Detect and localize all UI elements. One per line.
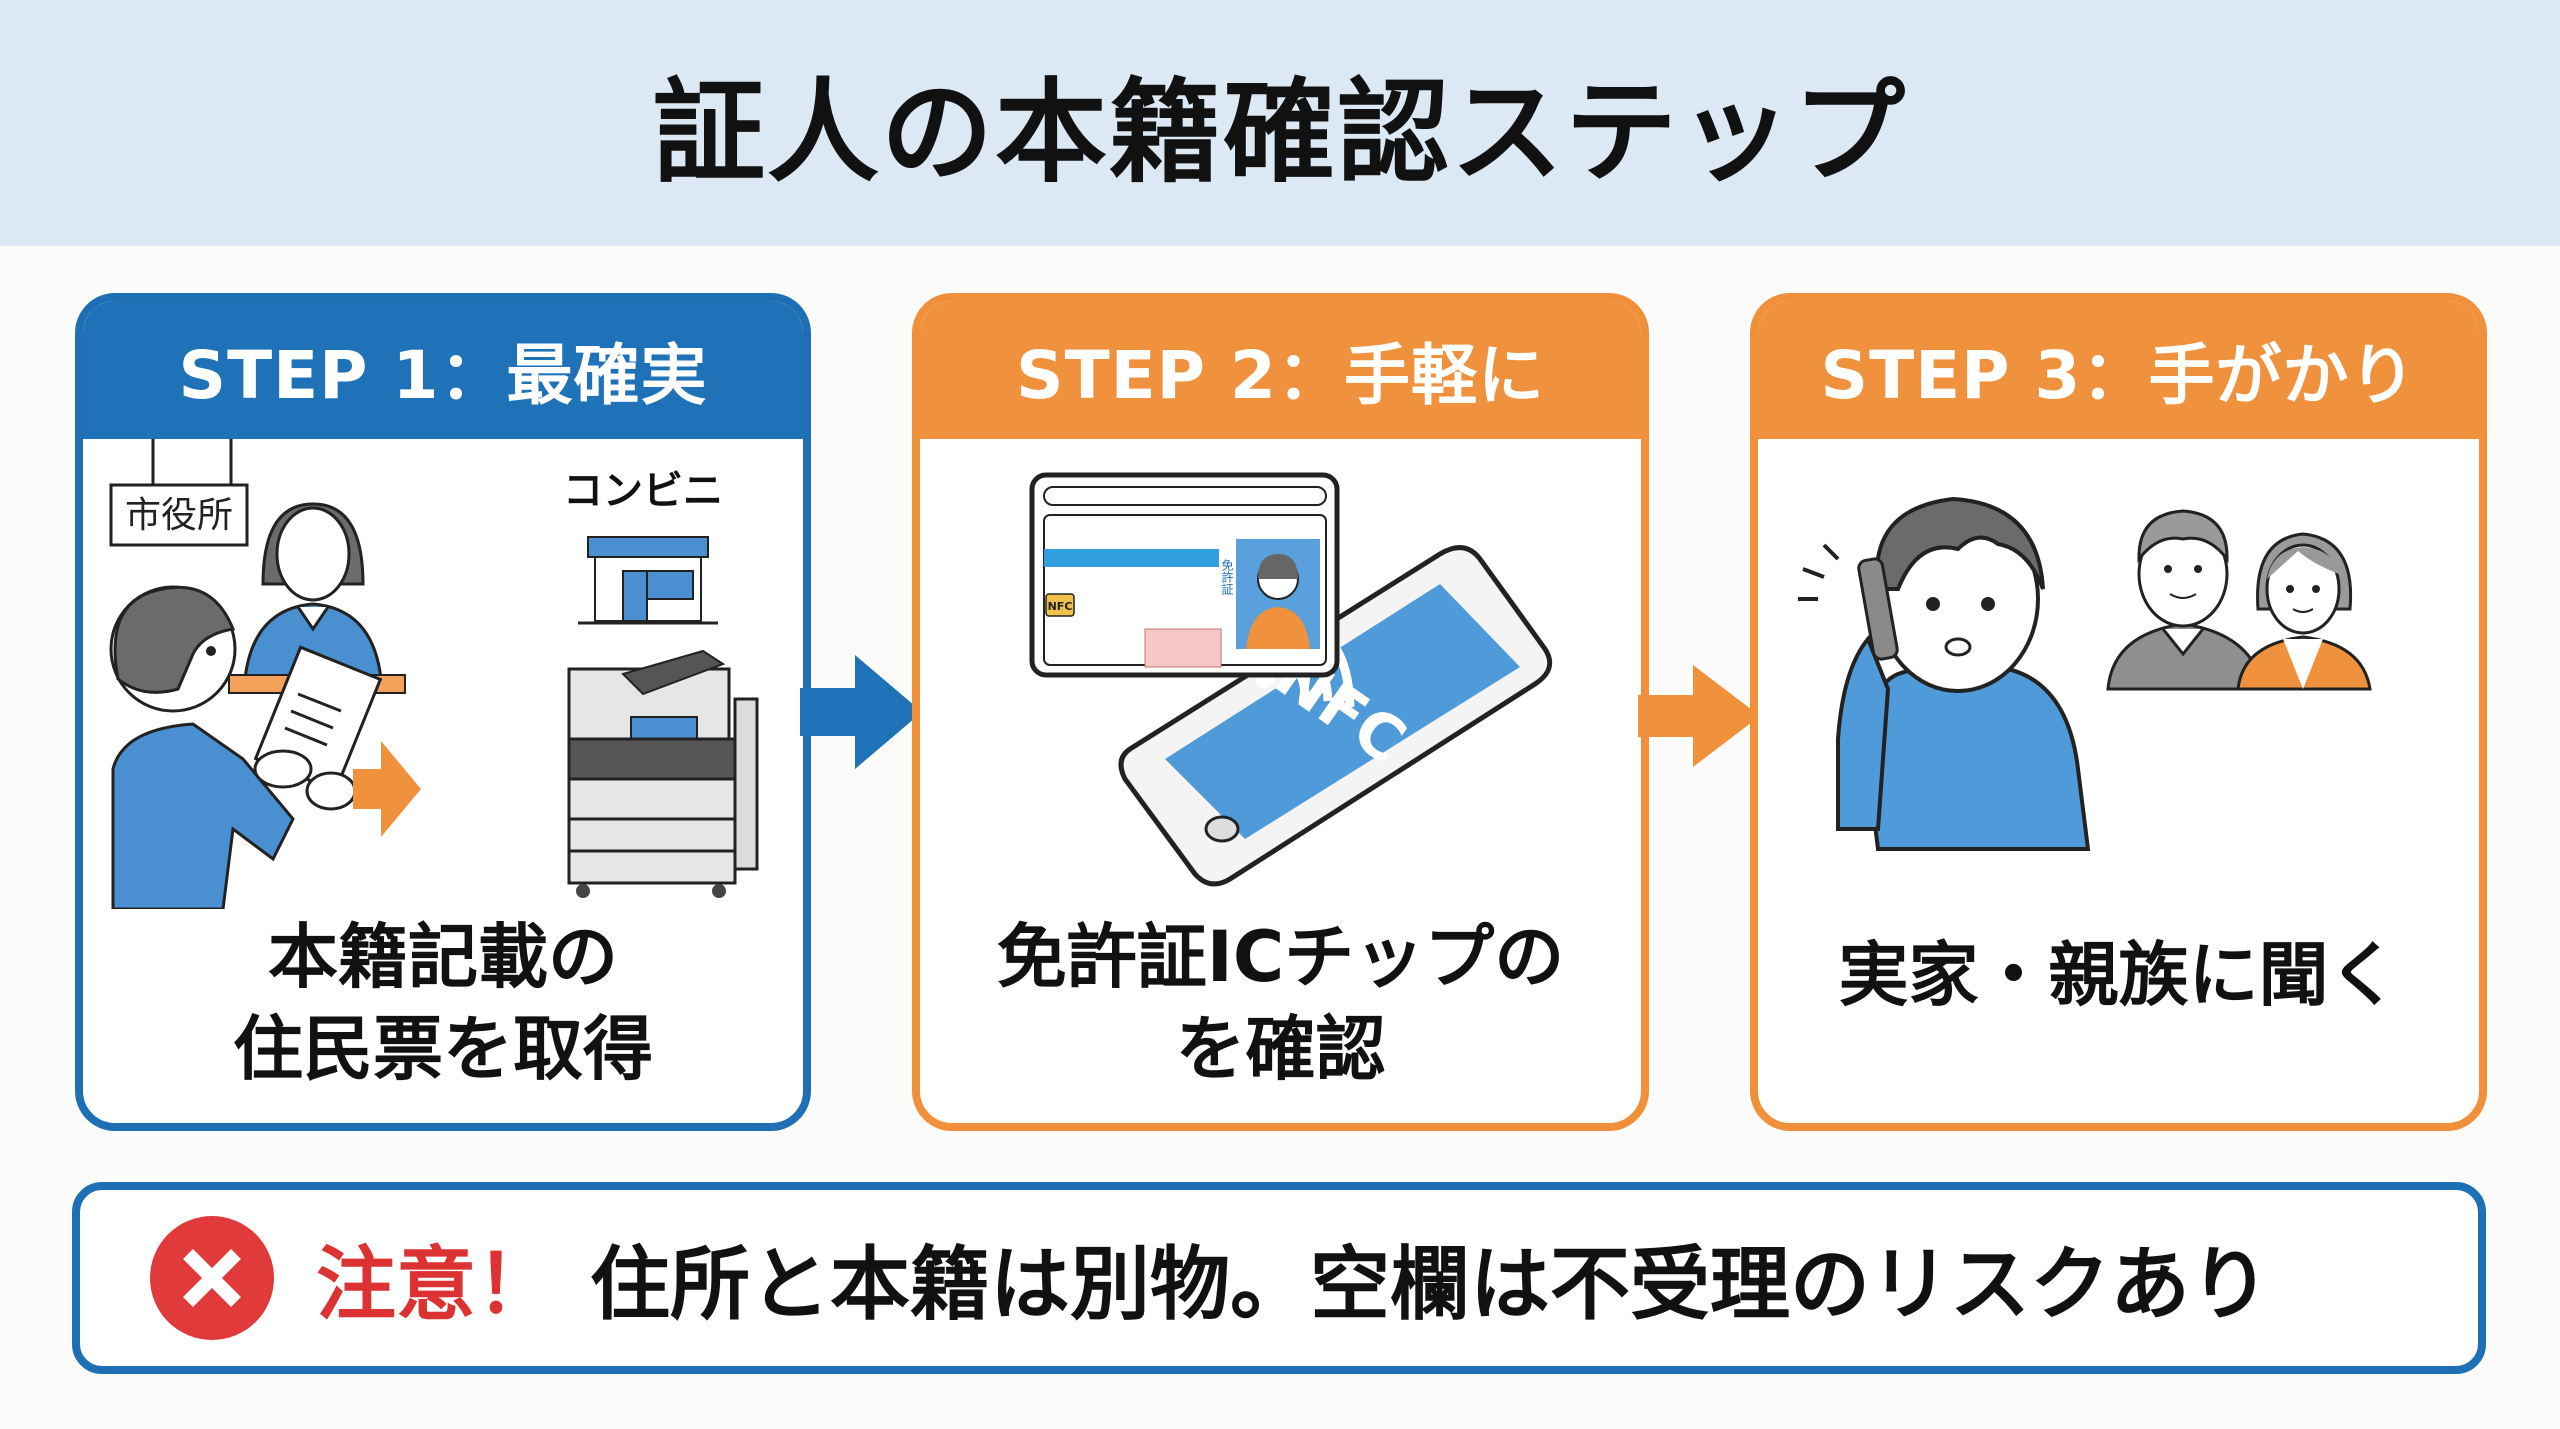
step-2-card: STEP 2：手軽に NFC <box>912 293 1649 1131</box>
convenience-store-icon <box>578 536 718 625</box>
elderly-woman-icon <box>2236 532 2372 691</box>
step-1-caption: 本籍記載の 住民票を取得 <box>83 903 803 1103</box>
clerk-icon <box>243 502 383 681</box>
x-circle-icon <box>150 1216 274 1340</box>
elderly-man-icon <box>2106 509 2265 691</box>
caption-line: を確認 <box>1175 1008 1386 1090</box>
title-band <box>0 0 2560 246</box>
step-3-illustration <box>1758 439 2479 909</box>
step-arrow-2-icon <box>1638 665 1760 767</box>
page-title: 証人の本籍確認ステップ <box>653 68 1907 198</box>
warning-box: 注意！ 住所と本籍は別物。空欄は不受理のリスクあり <box>72 1182 2486 1374</box>
step-2-caption: 免許証ICチップの を確認 <box>920 903 1641 1103</box>
card-vertical-label: 免許証 <box>1220 558 1234 595</box>
city-hall-sign-icon: 市役所 <box>109 439 249 547</box>
orange-arrow-icon <box>353 741 421 837</box>
sign-label: 市役所 <box>125 495 233 536</box>
step-2-illustration: NFC NFC 免許証 <box>920 439 1641 909</box>
caption-line: 免許証ICチップの <box>996 916 1565 998</box>
caption-line: 住民票を取得 <box>233 1008 653 1090</box>
warning-text: 住所と本籍は別物。空欄は不受理のリスクあり <box>590 1238 2270 1331</box>
copier-icon <box>567 649 759 898</box>
person-with-document-icon <box>109 585 383 911</box>
step-3-card: STEP 3：手がかり <box>1750 293 2487 1131</box>
caption-line: 実家・親族に聞く <box>1838 934 2399 1016</box>
person-on-phone-icon <box>1798 496 2091 851</box>
store-label: コンビニ <box>563 468 723 514</box>
caption-line: 本籍記載の <box>268 916 618 998</box>
step-1-illustration: 市役所 <box>83 439 803 911</box>
step-3-caption: 実家・親族に聞く <box>1758 875 2479 1075</box>
step-1-header: STEP 1：最確実 <box>83 301 803 439</box>
drivers-license-icon: NFC 免許証 <box>1029 472 1340 678</box>
step-arrow-1-icon <box>800 655 922 769</box>
step-3-header: STEP 3：手がかり <box>1758 301 2479 439</box>
step-2-header: STEP 2：手軽に <box>920 301 1641 439</box>
warning-label: 注意！ <box>316 1238 556 1331</box>
step-1-card: STEP 1：最確実 市役所 <box>75 293 811 1131</box>
card-chip-label: NFC <box>1048 600 1073 613</box>
